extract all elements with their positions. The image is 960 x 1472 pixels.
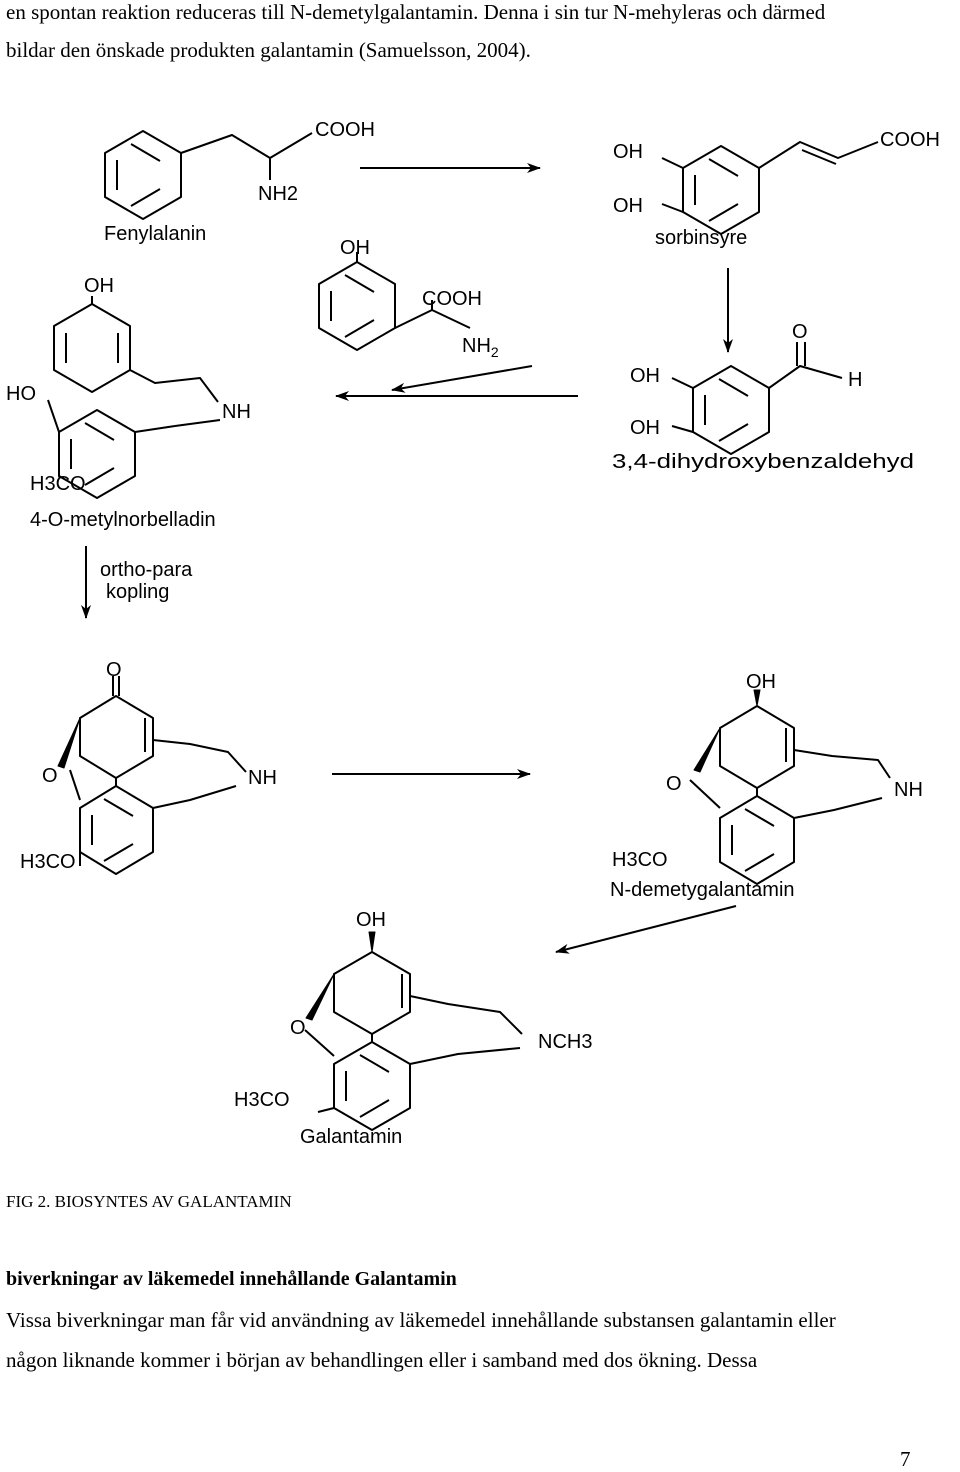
norbelladin-oh: OH bbox=[84, 275, 114, 297]
fenylalanin-cooh: COOH bbox=[315, 119, 375, 141]
tyramine-nh2: NH2 bbox=[462, 335, 499, 360]
figure-caption: FIG 2. BIOSYNTES AV GALANTAMIN bbox=[6, 1192, 292, 1211]
norbelladin-ho: HO bbox=[6, 383, 36, 405]
noroxomaritidine-o-ring: O bbox=[42, 765, 58, 787]
dihydroxybenzaldehyde-structure bbox=[671, 342, 843, 455]
tyramine-oh: OH bbox=[340, 237, 370, 259]
sorbinsyre-oh-top: OH bbox=[613, 141, 643, 163]
fenylalanin-structure bbox=[104, 130, 313, 220]
tyramine-structure bbox=[318, 252, 471, 351]
aldehyde-oh-bottom: OH bbox=[630, 417, 660, 439]
body-line-2: någon liknande kommer i början av behand… bbox=[6, 1348, 758, 1372]
galantamin-name: Galantamin bbox=[300, 1126, 402, 1148]
norbelladin-structure bbox=[47, 296, 221, 499]
demetylgalantamin-o-ring: O bbox=[666, 773, 682, 795]
norbelladin-name: 4-O-metylnorbelladin bbox=[30, 509, 216, 531]
norbelladin-h3co: H3CO bbox=[30, 473, 86, 495]
tyramine-cooh: COOH bbox=[422, 288, 482, 310]
page-number: 7 bbox=[900, 1447, 911, 1471]
step-label-line2: kopling bbox=[106, 581, 169, 603]
demetylgalantamin-h3co: H3CO bbox=[612, 849, 668, 871]
intro-line-1: en spontan reaktion reduceras till N-dem… bbox=[6, 0, 826, 24]
galantamin-o-ring: O bbox=[290, 1017, 306, 1039]
fenylalanin-name: Fenylalanin bbox=[104, 223, 206, 245]
aldehyde-o: O bbox=[792, 321, 808, 343]
sorbinsyre-name: sorbinsyre bbox=[655, 227, 747, 249]
section-heading: biverkningar av läkemedel innehållande G… bbox=[6, 1268, 457, 1290]
noroxomaritidine-o-keto: O bbox=[106, 659, 122, 681]
demetylgalantamin-nh: NH bbox=[894, 779, 923, 801]
norbelladin-nh: NH bbox=[222, 401, 251, 423]
sorbinsyre-structure bbox=[661, 141, 879, 235]
body-line-1: Vissa biverkningar man får vid användnin… bbox=[6, 1308, 836, 1332]
demetylgalantamin-structure bbox=[689, 689, 891, 885]
step-label-line1: ortho-para bbox=[100, 559, 193, 581]
intro-line-2: bildar den önskade produkten galantamin … bbox=[6, 38, 531, 62]
arrow-to-galantamin bbox=[555, 905, 737, 954]
noroxomaritidine-structure bbox=[57, 676, 247, 875]
aldehyde-h: H bbox=[848, 369, 862, 391]
sorbinsyre-oh-bottom: OH bbox=[613, 195, 643, 217]
galantamin-h3co: H3CO bbox=[234, 1089, 290, 1111]
fenylalanin-nh2: NH2 bbox=[258, 183, 298, 205]
aldehyde-name: 3,4-dihydroxybenzaldehyd bbox=[612, 451, 914, 473]
noroxomaritidine-nh: NH bbox=[248, 767, 277, 789]
arrow-tyramine-to-norbelladin bbox=[391, 365, 533, 393]
galantamin-structure bbox=[304, 931, 523, 1131]
galantamin-oh: OH bbox=[356, 909, 386, 931]
sorbinsyre-cooh: COOH bbox=[880, 129, 940, 151]
biosynthesis-scheme: COOH NH2 Fenylalanin OH OH COOH sorbinsy… bbox=[6, 119, 940, 1148]
aldehyde-oh-top: OH bbox=[630, 365, 660, 387]
demetylgalantamin-name: N-demetygalantamin bbox=[610, 879, 795, 901]
noroxomaritidine-h3co: H3CO bbox=[20, 851, 76, 873]
demetylgalantamin-oh: OH bbox=[746, 671, 776, 693]
galantamin-nch3: NCH3 bbox=[538, 1031, 592, 1053]
